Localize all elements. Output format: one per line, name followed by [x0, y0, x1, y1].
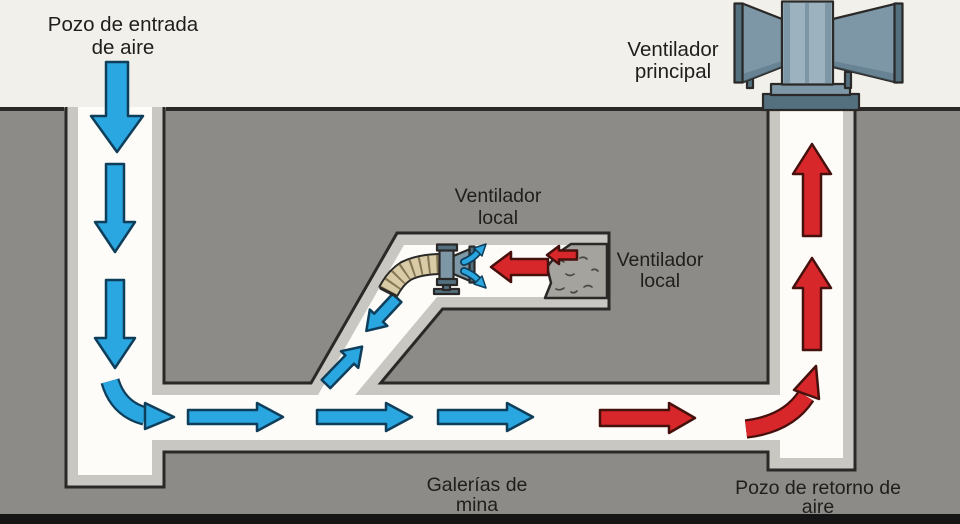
- return-shaft-label-line2: aire: [802, 496, 835, 518]
- fresh-air-arrow-gallery-2: [315, 401, 414, 433]
- return-air-arrow-face: [545, 244, 579, 266]
- local-fan-top-label-line2: local: [478, 207, 518, 229]
- return-air-arrow-corner: [744, 364, 821, 439]
- fresh-air-flow: [89, 60, 535, 433]
- return-air-arrow-gallery: [598, 401, 697, 435]
- return-air-arrow-heading: [489, 250, 550, 284]
- main-fan-right-flange: [893, 2, 904, 84]
- mine-galleries-label-line2: mina: [456, 494, 498, 516]
- main-fan-illustration: [733, 0, 904, 112]
- fresh-air-arrow-shaft-1: [93, 162, 137, 254]
- local-fan-top-label-line1: Ventilador: [455, 185, 542, 207]
- main-fan-pedestal: [761, 92, 861, 112]
- local-fan-outlet-airflow: [460, 243, 487, 289]
- fresh-air-arrow-incline-up: [320, 345, 364, 390]
- return-shaft-label-line1: Pozo de retorno de: [735, 477, 901, 499]
- intake-shaft-label-line2: de aire: [92, 36, 155, 59]
- main-fan-label-line2: principal: [635, 60, 711, 83]
- fresh-air-arrow-corner: [100, 377, 176, 431]
- main-fan-right-post: [843, 70, 853, 90]
- fresh-air-arrow-sky: [89, 60, 145, 154]
- local-fan-illustration: [432, 243, 476, 296]
- bottom-dark-strip: [0, 514, 960, 524]
- intake-shaft-label-line1: Pozo de entrada: [48, 13, 199, 36]
- fresh-air-arrow-gallery-1: [186, 401, 285, 433]
- return-air-arrow-shaft-1: [791, 256, 833, 352]
- surface-line: [0, 107, 960, 111]
- main-fan-label-line1: Ventilador: [627, 38, 718, 61]
- local-fan-right-label-line1: Ventilador: [617, 249, 704, 271]
- local-fan-bottom-flange: [435, 277, 459, 287]
- flexible-duct: [378, 253, 443, 298]
- return-air-arrow-shaft-2: [791, 142, 833, 238]
- mine-galleries-label-line1: Galerías de: [427, 474, 528, 496]
- local-fan-top-flange: [435, 243, 459, 252]
- main-fan-base-plate: [769, 82, 852, 97]
- main-fan-left-flange: [733, 2, 744, 84]
- fresh-air-arrow-gallery-3: [436, 401, 535, 433]
- local-fan-outlet-rim: [468, 245, 476, 284]
- local-fan-body: [438, 248, 455, 282]
- return-air-flow: [489, 142, 833, 439]
- local-fan-right-label-line2: local: [640, 270, 680, 292]
- fresh-air-arrow-incline-down: [365, 292, 403, 333]
- fresh-air-arrow-shaft-2: [93, 278, 137, 370]
- labels: Pozo de entrada de aire Ventilador princ…: [48, 13, 901, 518]
